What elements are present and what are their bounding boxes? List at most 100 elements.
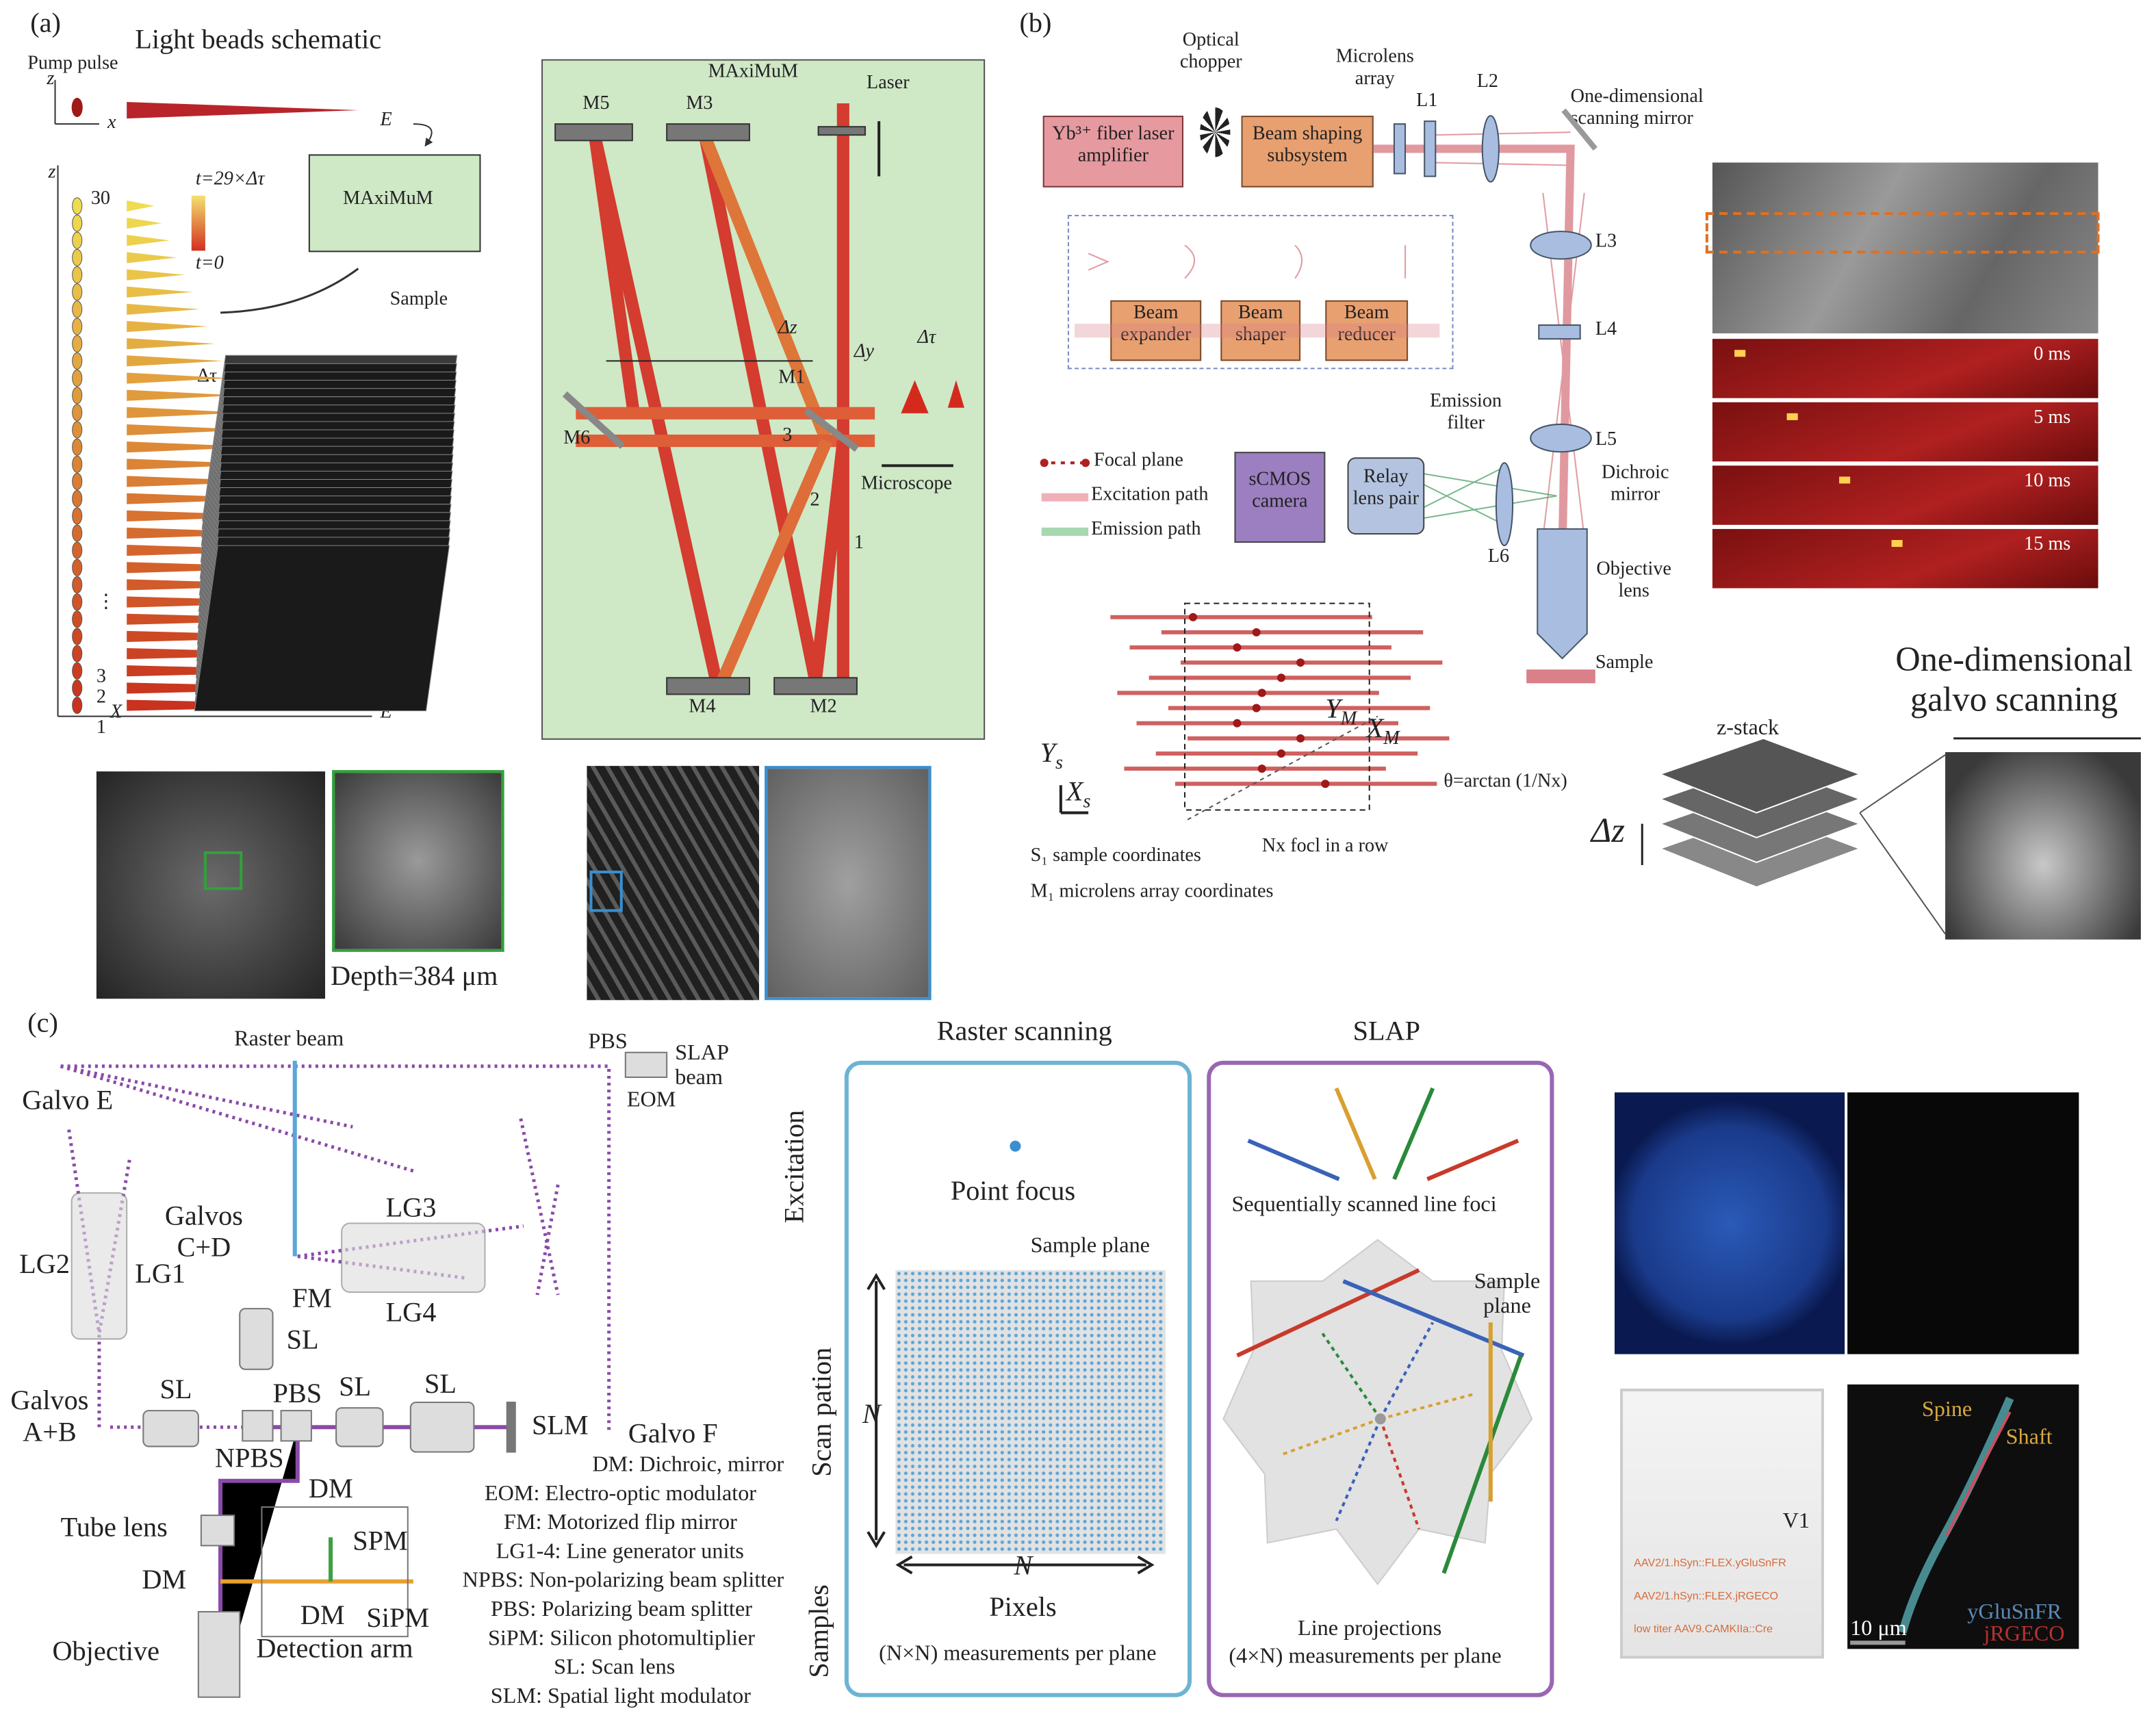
galvo-scan-image	[1945, 751, 2141, 940]
stack-slice	[194, 545, 450, 712]
raster-beam-label: Raster beam	[234, 1027, 344, 1051]
objective-c-label: Objective	[52, 1636, 159, 1667]
line-foci-label: Sequentially scanned line foci	[1231, 1193, 1497, 1217]
axis-e-label: E	[380, 110, 392, 131]
light-bead	[72, 266, 83, 284]
light-bead	[72, 318, 83, 335]
dots-label: ⋮	[96, 592, 116, 613]
spm-label: SPM	[352, 1526, 408, 1557]
spine-label: Spine	[1921, 1398, 1973, 1422]
light-bead	[72, 231, 83, 249]
bead-spike	[127, 459, 269, 470]
time-label: 15 ms	[2024, 534, 2071, 556]
light-bead	[72, 662, 83, 680]
vessel-image	[1712, 162, 2099, 334]
panel-a-title: Light beads schematic	[135, 25, 382, 55]
point-focus-label: Point focus	[950, 1176, 1076, 1207]
galvos-cd-label: Galvos C+D	[164, 1201, 243, 1263]
npbs-label: NPBS	[214, 1443, 284, 1474]
l5-label: L5	[1595, 429, 1617, 451]
sample-b-label: Sample	[1595, 653, 1654, 674]
lg4-label: LG4	[385, 1298, 437, 1328]
reconstruction-image	[1847, 1092, 2079, 1354]
dm1-label: DM	[308, 1474, 353, 1504]
time-lapse-frame: 5 ms	[1712, 402, 2099, 462]
dm3-label: DM	[300, 1600, 345, 1632]
emission-filter-label: Emission filter	[1430, 391, 1502, 435]
point-focus-dot	[1010, 1140, 1021, 1152]
beam-1-label: 1	[854, 532, 864, 554]
t-top-label: t=29×Δτ	[195, 169, 265, 190]
sl4-label: SL	[424, 1369, 457, 1400]
focus-dot	[1296, 658, 1305, 667]
light-bead	[72, 300, 83, 318]
beam-shaping-box: Beam shaping subsystem	[1241, 116, 1374, 188]
light-bead	[72, 197, 83, 215]
slm-label: SLM	[531, 1411, 589, 1441]
nx-foci-label: Nx focl in a row	[1261, 836, 1389, 857]
light-bead	[72, 283, 83, 301]
brain-image-wide	[96, 771, 326, 999]
t-bottom-label: t=0	[195, 253, 224, 274]
slap-measurements-label: (4×N) measurements per plane	[1229, 1645, 1502, 1669]
sl2-label: SL	[159, 1374, 192, 1406]
time-lapse-frame: 15 ms	[1712, 528, 2099, 589]
time-lapse-frame: 10 ms	[1712, 465, 2099, 525]
laser-amplifier-box: Yb³⁺ fiber laser amplifier	[1042, 116, 1183, 188]
xm-label: XM	[1366, 713, 1400, 749]
legend-marks	[1040, 459, 1090, 536]
time-lapse-frame: 0 ms	[1712, 339, 2099, 398]
axis-z-label: z	[47, 68, 55, 90]
sipm-label: SiPM	[366, 1603, 430, 1634]
pbs-label: PBS	[272, 1378, 322, 1410]
sample-label: Sample	[389, 289, 448, 310]
l4-label: L4	[1595, 319, 1617, 341]
light-bead	[72, 455, 83, 473]
slap-beam-label: SLAP beam	[675, 1041, 728, 1090]
focus-dot	[1257, 689, 1266, 697]
m5-label: M5	[582, 93, 610, 115]
bead-spike	[127, 320, 208, 333]
light-bead	[72, 507, 83, 525]
light-beads	[72, 197, 83, 715]
raster-frame	[844, 1060, 1192, 1697]
light-bead	[72, 214, 83, 232]
detection-arm-label: Detection arm	[256, 1634, 413, 1664]
brain-image-zoom-green	[332, 770, 504, 952]
tube-lens-label: Tube lens	[60, 1513, 168, 1543]
bead-spot	[1891, 540, 1903, 548]
light-bead	[72, 696, 83, 715]
relay-lens-box: Relay lens pair	[1347, 457, 1425, 535]
scan-mirror-label: One-dimensional scanning mirror	[1570, 86, 1704, 130]
theta-label: θ=arctan (1/Nx)	[1443, 771, 1567, 793]
bead-spike	[127, 476, 277, 487]
axis-x2-label: X	[110, 702, 123, 723]
beam-2-label: 2	[810, 490, 820, 511]
time-label: 5 ms	[2033, 407, 2071, 428]
injection-schematic	[1620, 1388, 1824, 1659]
light-bead	[72, 524, 83, 542]
microlens-foci-diagram	[1110, 613, 1450, 788]
galvo-scanning-label: One-dimensional galvo scanning	[1895, 641, 2133, 719]
shaft-label: Shaft	[2005, 1426, 2053, 1450]
vasculature-image-wide	[587, 766, 760, 1001]
n-horizontal-label: N	[1014, 1551, 1033, 1582]
light-bead	[72, 421, 83, 439]
laser-amplifier-label: Yb³⁺ fiber laser amplifier	[1052, 124, 1175, 167]
microscope-label: Microscope	[861, 474, 953, 495]
light-bead	[72, 369, 83, 387]
m4-label: M4	[689, 697, 716, 718]
bead-spike	[127, 424, 253, 436]
jrgeco-label: jRGECO	[1984, 1623, 2065, 1647]
beam-expander-label: Beam expander	[1120, 303, 1192, 346]
maximum-box: MAxiMuM	[308, 154, 481, 253]
raster-measurements-label: (N×N) measurements per plane	[879, 1642, 1157, 1666]
bead-spot	[1786, 413, 1798, 420]
bead-spike	[127, 286, 192, 298]
scalebar-label: 10 μm	[1850, 1617, 1907, 1641]
focus-dot	[1321, 780, 1330, 788]
